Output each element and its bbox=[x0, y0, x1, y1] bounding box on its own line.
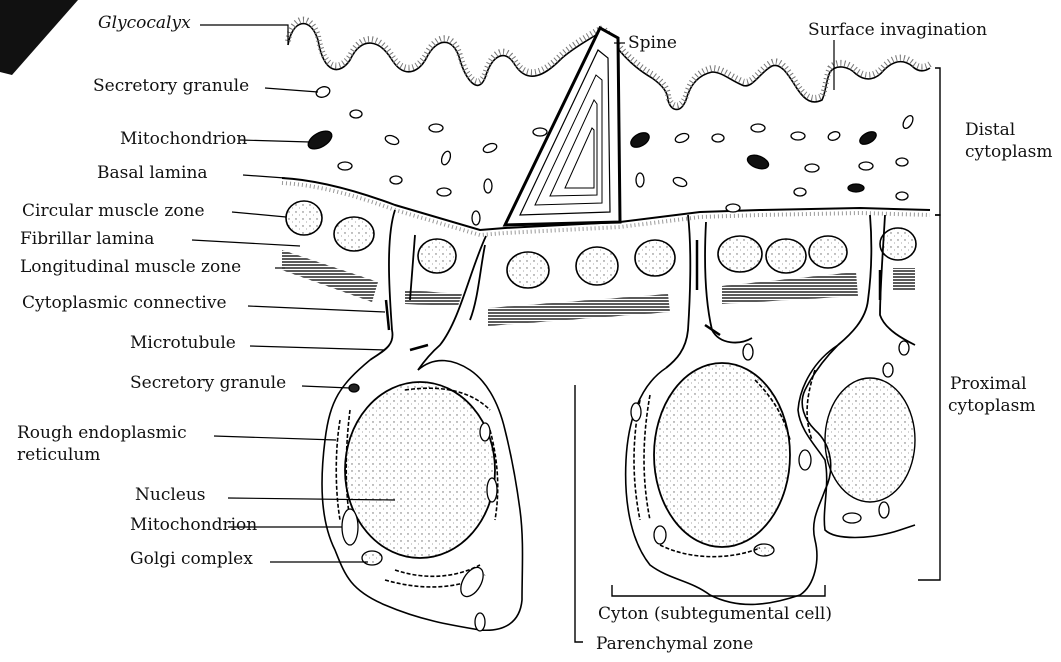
right-nucleus bbox=[654, 363, 790, 547]
label-circular-muscle-zone: Circular muscle zone bbox=[22, 202, 205, 221]
label-proximal-line1: Proximal bbox=[950, 375, 1027, 394]
label-mitochondrion-top: Mitochondrion bbox=[120, 130, 247, 149]
label-proximal-line2: cytoplasm bbox=[948, 397, 1036, 416]
label-distal-line2: cytoplasm bbox=[965, 143, 1053, 162]
label-spine: Spine bbox=[628, 34, 677, 53]
label-cyton: Cyton (subtegumental cell) bbox=[598, 605, 832, 624]
label-rough-er-line2: reticulum bbox=[17, 446, 100, 465]
label-golgi-complex: Golgi complex bbox=[130, 550, 253, 569]
label-rough-er-line1: Rough endoplasmic bbox=[17, 424, 187, 443]
third-nucleus bbox=[825, 378, 915, 502]
label-distal-line1: Distal bbox=[965, 121, 1015, 140]
brackets bbox=[575, 68, 940, 642]
label-parenchymal-zone: Parenchymal zone bbox=[596, 635, 753, 654]
label-fibrillar-lamina: Fibrillar lamina bbox=[20, 230, 154, 249]
label-nucleus: Nucleus bbox=[135, 486, 206, 505]
label-mitochondrion-bottom: Mitochondrion bbox=[130, 516, 257, 535]
label-basal-lamina: Basal lamina bbox=[97, 164, 208, 183]
corner-artifact bbox=[0, 0, 78, 75]
label-cytoplasmic-connective: Cytoplasmic connective bbox=[22, 294, 227, 313]
left-nucleus bbox=[345, 382, 495, 558]
label-secretory-granule-top: Secretory granule bbox=[93, 77, 249, 96]
label-longitudinal-muscle-zone: Longitudinal muscle zone bbox=[20, 258, 241, 277]
label-secretory-granule-bottom: Secretory granule bbox=[130, 374, 286, 393]
label-glycocalyx: Glycocalyx bbox=[98, 14, 191, 33]
label-surface-invagination: Surface invagination bbox=[808, 21, 987, 40]
label-microtubule: Microtubule bbox=[130, 334, 236, 353]
